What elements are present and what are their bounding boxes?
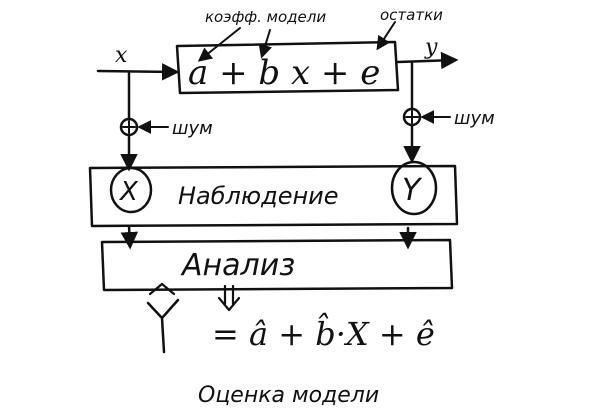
noise-node-right-cross [405, 110, 419, 124]
estimate-formula: = â + b̂·X + ê [212, 312, 435, 353]
result-double-arrow [217, 284, 241, 312]
residuals-label: остатки [380, 6, 443, 24]
coeff-arrow-b [258, 29, 272, 59]
output-var-label: y [424, 35, 438, 60]
model-formula: a + b x + e [188, 53, 380, 93]
analysis-label: Анализ [180, 248, 295, 283]
noise-label-right: шум [454, 108, 495, 129]
observation-label: Наблюдение [178, 182, 339, 210]
estimate-lhs-label: Ŷ [0, 0, 1, 1]
model-estimate-label: Оценка модели [198, 383, 379, 408]
estimate-y-hat [148, 282, 176, 296]
estimate-y-stroke [146, 298, 180, 354]
residual-arrow [376, 21, 396, 51]
input-var-label: x [115, 43, 128, 68]
output-arrow [396, 51, 459, 70]
obs-y-label: Y [402, 173, 423, 208]
input-arrow [96, 63, 180, 81]
obs-x-circle [109, 166, 153, 214]
obs-x-label: X [118, 177, 139, 207]
coeff-arrow-a [197, 27, 241, 62]
obs-y-circle [390, 160, 438, 216]
observation-box [88, 164, 459, 228]
coeff-model-label: коэфф. модели [205, 8, 326, 26]
noise-node-left-cross [122, 120, 136, 134]
analysis-box [100, 238, 454, 292]
noise-label-left: шум [172, 118, 213, 139]
